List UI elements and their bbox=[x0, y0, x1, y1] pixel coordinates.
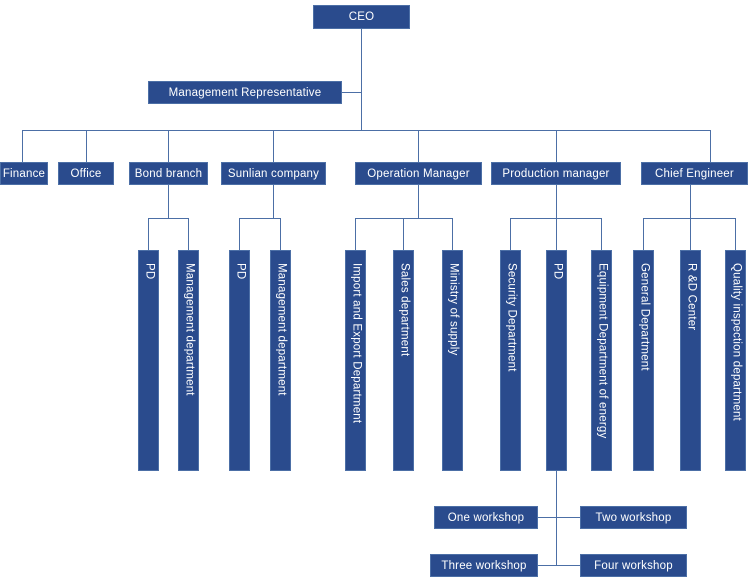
node-general-department[interactable]: General Department bbox=[633, 250, 654, 471]
connector-production-stem bbox=[556, 185, 557, 218]
node-sunlian-management-department[interactable]: Management department bbox=[270, 250, 291, 471]
connector-operation-stem bbox=[418, 185, 419, 218]
connector-drop-production-manager bbox=[556, 130, 557, 162]
node-label: Equipment Department of energy bbox=[596, 263, 609, 439]
connector-chief-engineer-bus bbox=[643, 218, 736, 219]
connector-production-to-pd bbox=[556, 218, 557, 250]
node-production-pd[interactable]: PD bbox=[546, 250, 567, 471]
connector-production-to-security bbox=[510, 218, 511, 250]
node-label: Management department bbox=[183, 263, 196, 396]
connector-chief-engineer-stem bbox=[690, 185, 691, 218]
node-bond-branch[interactable]: Bond branch bbox=[129, 162, 208, 185]
connector-sunlian-bus bbox=[239, 218, 280, 219]
node-two-workshop[interactable]: Two workshop bbox=[580, 506, 687, 529]
connector-bond-to-management-department bbox=[188, 218, 189, 250]
connector-drop-office bbox=[86, 130, 87, 162]
node-sunlian-pd[interactable]: PD bbox=[229, 250, 250, 471]
connector-level3-bus bbox=[22, 130, 711, 131]
connector-sunlian-stem bbox=[273, 185, 274, 218]
connector-drop-operation-manager bbox=[418, 130, 419, 162]
node-operation-manager[interactable]: Operation Manager bbox=[355, 162, 482, 185]
node-label: Quality inspection department bbox=[730, 263, 743, 421]
node-management-representative[interactable]: Management Representative bbox=[148, 81, 342, 104]
connector-one-workshop bbox=[538, 517, 556, 518]
connector-operation-to-ministry-supply bbox=[452, 218, 453, 250]
node-one-workshop[interactable]: One workshop bbox=[434, 506, 538, 529]
connector-operation-bus bbox=[355, 218, 453, 219]
connector-ceo-to-management-rep bbox=[341, 92, 362, 93]
connector-sunlian-to-pd bbox=[239, 218, 240, 250]
node-ministry-of-supply[interactable]: Ministry of supply bbox=[442, 250, 463, 471]
node-bond-management-department[interactable]: Management department bbox=[178, 250, 199, 471]
node-label: Sales department bbox=[398, 263, 411, 357]
node-equipment-department-of-energy[interactable]: Equipment Department of energy bbox=[591, 250, 612, 471]
node-production-manager[interactable]: Production manager bbox=[491, 162, 621, 185]
connector-ceo-trunk bbox=[361, 29, 362, 130]
node-label: Management department bbox=[275, 263, 288, 396]
connector-operation-to-sales bbox=[403, 218, 404, 250]
connector-drop-chief-engineer bbox=[710, 130, 711, 162]
node-label: PD bbox=[551, 263, 564, 280]
node-label: Ministry of supply bbox=[447, 263, 460, 356]
connector-drop-finance bbox=[22, 130, 23, 162]
node-label: Import and Export Department bbox=[350, 263, 363, 424]
node-security-department[interactable]: Security Department bbox=[500, 250, 521, 471]
connector-two-workshop bbox=[556, 517, 580, 518]
node-finance[interactable]: Finance bbox=[0, 162, 48, 185]
connector-chief-to-rd-center bbox=[690, 218, 691, 250]
connector-chief-to-general-department bbox=[643, 218, 644, 250]
node-three-workshop[interactable]: Three workshop bbox=[430, 554, 538, 577]
node-sunlian-company[interactable]: Sunlian company bbox=[221, 162, 326, 185]
node-sales-department[interactable]: Sales department bbox=[393, 250, 414, 471]
node-label: General Department bbox=[638, 263, 651, 371]
node-label: PD bbox=[234, 263, 247, 280]
node-rd-center[interactable]: R &D Center bbox=[680, 250, 701, 471]
connector-bond-to-pd bbox=[148, 218, 149, 250]
node-label: R &D Center bbox=[685, 263, 698, 331]
node-bond-pd[interactable]: PD bbox=[138, 250, 159, 471]
connector-bond-bus bbox=[148, 218, 189, 219]
connector-four-workshop bbox=[556, 565, 580, 566]
node-office[interactable]: Office bbox=[58, 162, 114, 185]
node-ceo[interactable]: CEO bbox=[313, 5, 410, 29]
connector-chief-to-quality-inspection bbox=[735, 218, 736, 250]
connector-pd-to-workshops-trunk bbox=[556, 471, 557, 565]
connector-drop-bond-branch bbox=[168, 130, 169, 162]
connector-production-to-equipment-energy bbox=[601, 218, 602, 250]
node-import-and-export-department[interactable]: Import and Export Department bbox=[345, 250, 366, 471]
connector-sunlian-to-management-department bbox=[280, 218, 281, 250]
node-four-workshop[interactable]: Four workshop bbox=[580, 554, 687, 577]
node-label: PD bbox=[143, 263, 156, 280]
node-label: Security Department bbox=[505, 263, 518, 372]
connector-bond-stem bbox=[168, 185, 169, 218]
connector-three-workshop bbox=[538, 565, 556, 566]
node-quality-inspection-department[interactable]: Quality inspection department bbox=[725, 250, 746, 471]
connector-drop-sunlian bbox=[273, 130, 274, 162]
connector-operation-to-import-export bbox=[355, 218, 356, 250]
node-chief-engineer[interactable]: Chief Engineer bbox=[641, 162, 748, 185]
